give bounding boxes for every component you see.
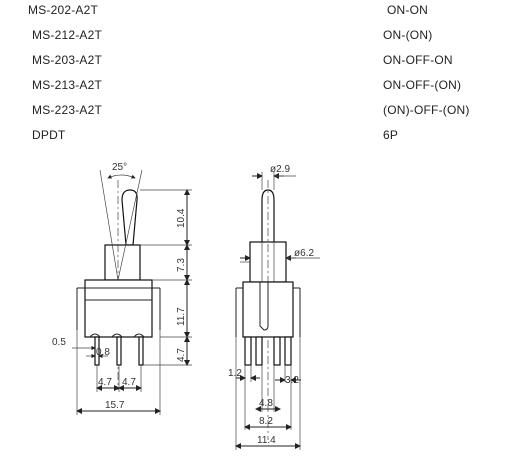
- dim-pitch-side: 4.8: [259, 398, 273, 409]
- switch-type: ON-ON: [387, 3, 428, 17]
- spec-row: MS-212-A2T ON-(ON): [0, 28, 526, 48]
- angle-label: 25°: [112, 162, 127, 173]
- dim-pin-left: 1.2: [228, 368, 242, 379]
- spec-row: MS-203-A2T ON-OFF-ON: [0, 53, 526, 73]
- dim-body-height: 11.7: [176, 307, 187, 326]
- model-name: MS-202-A2T: [28, 3, 99, 17]
- model-name: MS-212-A2T: [32, 28, 103, 42]
- side-view: ø2.9 ø6.2 1.2 3.2 4.8 8.2 11.4: [228, 164, 320, 450]
- switch-type: ON-OFF-(ON): [383, 78, 462, 92]
- model-name: MS-213-A2T: [32, 78, 103, 92]
- model-name: DPDT: [32, 128, 66, 142]
- dim-pin-width: 0.8: [96, 347, 110, 358]
- toggle-lever: [121, 189, 138, 246]
- model-name: MS-223-A2T: [32, 103, 103, 117]
- spec-row: DPDT 6P: [0, 128, 526, 148]
- dim-pin-length: 4.7: [176, 348, 187, 362]
- switch-body: [84, 279, 153, 338]
- dim-overall-width-side: 11.4: [257, 435, 276, 446]
- dim-pin-right: 3.2: [285, 375, 299, 386]
- dim-bushing-diameter: ø6.2: [294, 248, 314, 259]
- spec-row: MS-223-A2T (ON)-OFF-(ON): [0, 103, 526, 123]
- switch-type: 6P: [383, 128, 399, 142]
- switch-type: ON-(ON): [383, 28, 433, 42]
- spec-row: MS-213-A2T ON-OFF-(ON): [0, 78, 526, 98]
- dim-pitch-right: 4.7: [122, 377, 136, 388]
- switch-type: ON-OFF-ON: [383, 53, 453, 67]
- dim-lever-diameter: ø2.9: [270, 164, 290, 175]
- dim-pin-thickness: 0.5: [52, 337, 66, 348]
- bushing: [104, 244, 141, 281]
- spec-row: MS-202-A2T ON-ON: [0, 3, 526, 23]
- model-name: MS-203-A2T: [32, 53, 103, 67]
- switch-type: (ON)-OFF-(ON): [383, 103, 470, 117]
- front-view: 25° 10.4 7.3 11.7 4.7 0.5: [52, 162, 192, 415]
- dim-pitch-left: 4.7: [98, 377, 112, 388]
- dim-bushing-height: 7.3: [176, 258, 187, 272]
- dim-lever-length: 10.4: [176, 208, 187, 228]
- terminal-pins-side: [244, 336, 292, 366]
- dim-overall-width: 15.7: [105, 400, 125, 411]
- dim-row-spacing: 8.2: [259, 416, 273, 427]
